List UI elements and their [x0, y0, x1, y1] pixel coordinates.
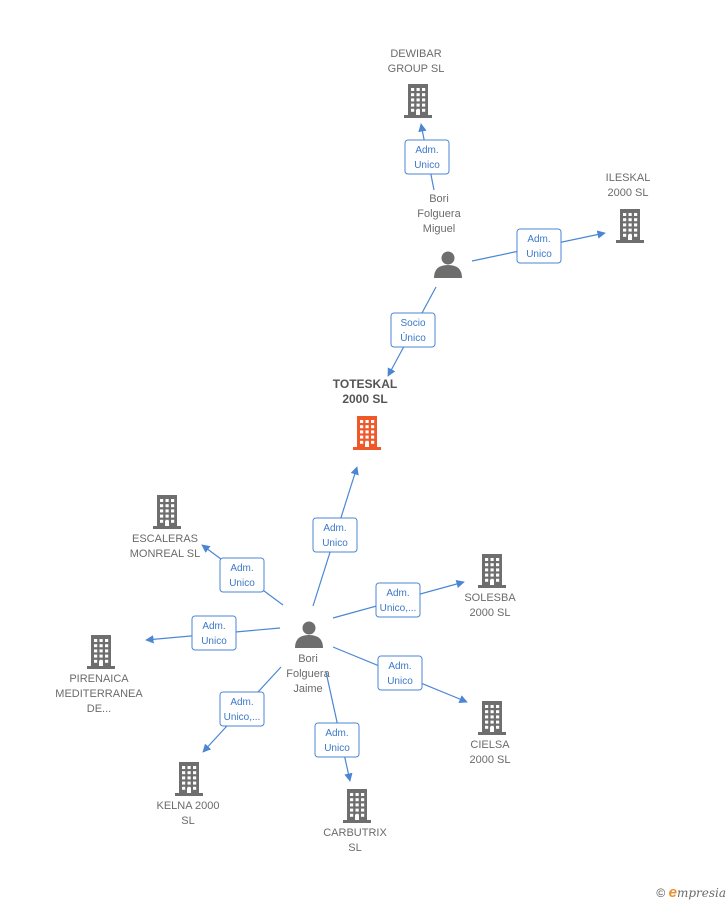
edge-role-text: Adm.	[230, 697, 253, 708]
edge-role-text: Unico	[414, 160, 440, 171]
edge-role-text: Unico	[322, 538, 348, 549]
node-label-line: 2000 SL	[470, 607, 511, 619]
node-label-line: MEDITERRANEA	[55, 688, 143, 700]
brand-logo-initial: e	[668, 884, 677, 901]
building-icon	[404, 84, 432, 118]
edge-jaime-solesba: Adm. Unico,...	[332, 579, 465, 619]
edge-role-text: Unico	[229, 578, 255, 589]
node-label-line: Bori	[429, 193, 449, 205]
node-label-line: Jaime	[293, 683, 322, 695]
node-label-line: SL	[181, 815, 194, 827]
node-label-line: TOTESKAL	[333, 377, 397, 391]
node-label-line: SL	[348, 842, 361, 854]
building-icon	[353, 416, 381, 450]
edge-miguel-dewibar: Adm. Unico	[404, 123, 450, 191]
edge-role-text: Unico	[201, 636, 227, 647]
edge-jaime-kelna: Adm. Unico,...	[202, 666, 282, 753]
node-label-line: MONREAL SL	[130, 548, 201, 560]
edge-role-text: Adm.	[230, 563, 253, 574]
edge-role-text: Adm.	[386, 588, 409, 599]
edge-jaime-pirenaica: Adm. Unico	[145, 615, 281, 651]
node-label-line: DEWIBAR	[390, 48, 441, 60]
edge-miguel-ileskal: Adm. Unico	[471, 228, 606, 264]
edge-role-text: Adm.	[323, 523, 346, 534]
building-icon	[478, 554, 506, 588]
edge-role-text: Unico,...	[224, 712, 261, 723]
node-label-line: GROUP SL	[388, 63, 445, 75]
node-label-line: KELNA 2000	[157, 800, 220, 812]
edge-role-badge[interactable]: Adm. Unico	[312, 517, 358, 553]
copyright-icon: ©	[656, 886, 666, 900]
edge-role-badge[interactable]: Adm. Unico,...	[375, 582, 421, 618]
node-label-line: Miguel	[423, 223, 455, 235]
footer-brand: © empresia	[656, 884, 726, 901]
edge-role-text: Adm.	[527, 234, 550, 245]
node-solesba[interactable]: SOLESBA 2000 SL	[464, 554, 516, 619]
node-carbutrix[interactable]: CARBUTRIX SL	[323, 789, 387, 854]
building-icon	[343, 789, 371, 823]
edge-role-text: Adm.	[202, 621, 225, 632]
edge-role-badge[interactable]: Adm. Unico,...	[219, 691, 265, 727]
building-icon	[153, 495, 181, 529]
node-label-line: CARBUTRIX	[323, 827, 387, 839]
edge-role-text: Adm.	[388, 661, 411, 672]
edge-role-text: Unico	[324, 743, 350, 754]
node-label-line: 2000 SL	[470, 754, 511, 766]
node-label-line: CIELSA	[470, 739, 510, 751]
edge-role-badge[interactable]: Adm. Unico	[191, 615, 237, 651]
node-cielsa[interactable]: CIELSA 2000 SL	[470, 701, 511, 766]
edge-jaime-escaleras: Adm. Unico	[201, 544, 284, 606]
node-pirenaica[interactable]: PIRENAICA MEDITERRANEA DE...	[55, 635, 143, 715]
building-icon	[616, 209, 644, 243]
node-label-line: Bori	[298, 653, 318, 665]
node-label-line: PIRENAICA	[69, 673, 129, 685]
edge-role-text: Socio	[400, 318, 425, 329]
edge-role-text: Unico	[387, 676, 413, 687]
node-label-line: ESCALERAS	[132, 533, 198, 545]
building-icon	[478, 701, 506, 735]
node-dewibar[interactable]: DEWIBAR GROUP SL	[388, 48, 445, 118]
node-escaleras[interactable]: ESCALERAS MONREAL SL	[130, 495, 201, 560]
node-label-line: 2000 SL	[342, 392, 387, 406]
node-label-line: 2000 SL	[608, 187, 649, 199]
edge-role-text: Unico	[526, 249, 552, 260]
edge-role-badge[interactable]: Adm. Unico	[516, 228, 562, 264]
edge-role-text: Único	[400, 331, 426, 344]
person-icon	[434, 251, 462, 278]
brand-logo-text: mpresia	[676, 886, 726, 900]
edge-jaime-cielsa: Adm. Unico	[332, 646, 468, 704]
node-label-line: DE...	[87, 703, 111, 715]
building-icon	[87, 635, 115, 669]
node-label-line: ILESKAL	[606, 172, 651, 184]
edge-role-badge[interactable]: Adm. Unico	[377, 655, 423, 691]
edge-jaime-carbutrix: Adm. Unico	[314, 671, 360, 782]
building-icon	[175, 762, 203, 796]
edge-role-text: Adm.	[325, 728, 348, 739]
edge-role-text: Unico,...	[380, 603, 417, 614]
person-icon	[295, 621, 323, 648]
node-label-line: SOLESBA	[464, 592, 516, 604]
edge-role-text: Adm.	[415, 145, 438, 156]
edge-jaime-toteskal: Adm. Unico	[312, 466, 359, 607]
edge-role-badge[interactable]: Adm. Unico	[314, 722, 360, 758]
edge-role-badge[interactable]: Adm. Unico	[219, 557, 265, 593]
node-label-line: Folguera	[417, 208, 461, 220]
node-ileskal[interactable]: ILESKAL 2000 SL	[606, 172, 651, 243]
edge-role-badge[interactable]: Adm. Unico	[404, 139, 450, 175]
node-label-line: Folguera	[286, 668, 330, 680]
